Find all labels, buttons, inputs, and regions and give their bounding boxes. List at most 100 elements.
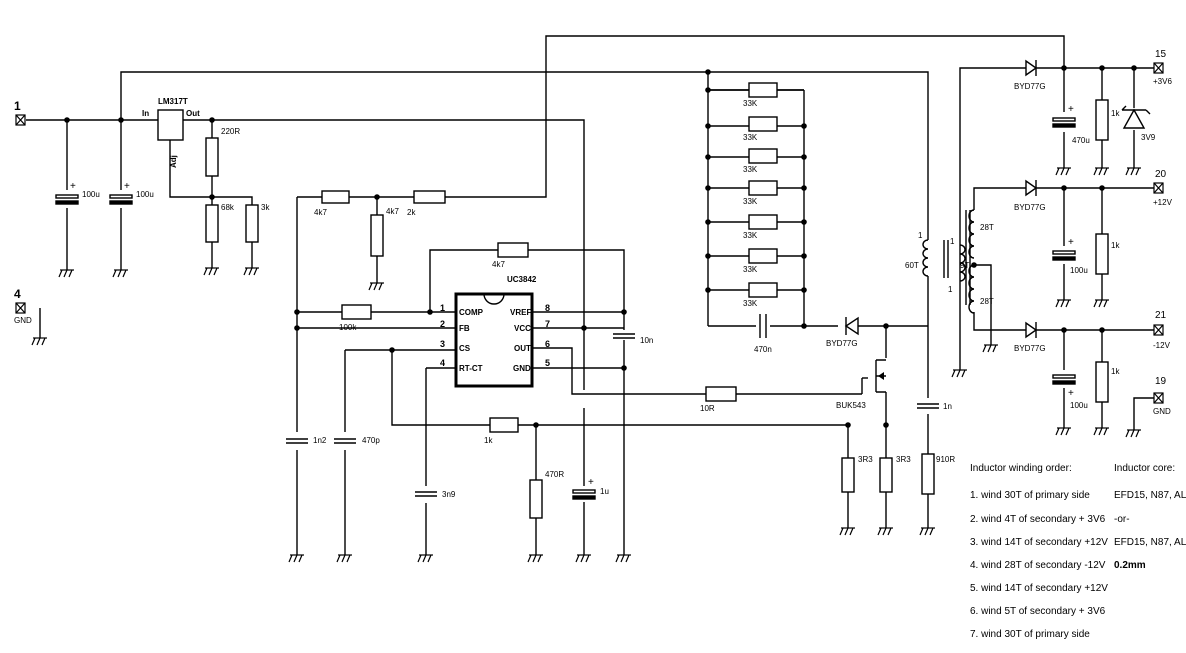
capacitor-470p: 470p — [333, 436, 380, 445]
svg-text:33K: 33K — [743, 299, 758, 308]
svg-text:In: In — [142, 109, 149, 118]
svg-text:-12V: -12V — [1153, 341, 1171, 350]
ground-symbol — [527, 554, 544, 563]
ground-symbol — [1055, 167, 1072, 176]
svg-text:33K: 33K — [743, 99, 758, 108]
svg-text:1k: 1k — [1111, 367, 1120, 376]
resistor-4k7-b: 4k7 — [370, 207, 399, 257]
svg-text:33K: 33K — [743, 165, 758, 174]
svg-text:+: + — [1068, 237, 1074, 248]
svg-text:VREF: VREF — [510, 308, 531, 317]
capacitor-100u-b: + 100u — [1052, 237, 1088, 275]
resistor-4k7-c: 4k7 — [492, 242, 529, 269]
svg-text:5: 5 — [545, 358, 550, 368]
ground-symbol — [615, 554, 632, 563]
svg-text:28T: 28T — [980, 297, 994, 306]
wire-diameter: 0.2mm — [1114, 560, 1146, 571]
svg-text:BYD77G: BYD77G — [1014, 203, 1046, 212]
ground-symbol — [31, 337, 48, 346]
svg-text:2k: 2k — [407, 208, 416, 217]
svg-text:60T: 60T — [905, 261, 919, 270]
svg-text:100u: 100u — [82, 190, 100, 199]
ground-symbol — [368, 282, 385, 291]
svg-text:1u: 1u — [600, 487, 609, 496]
svg-text:28T: 28T — [980, 223, 994, 232]
svg-text:BYD77G: BYD77G — [826, 339, 858, 348]
svg-text:3V9: 3V9 — [1141, 133, 1156, 142]
resistor-1k-b: 1k — [1095, 233, 1120, 275]
svg-text:6: 6 — [545, 339, 550, 349]
svg-text:+: + — [1068, 388, 1074, 399]
winding-step: 3. wind 14T of secondary +12V — [970, 537, 1108, 548]
connector-21: 21 -12V — [1153, 310, 1171, 350]
svg-text:1: 1 — [948, 285, 953, 294]
ground-symbol — [1125, 429, 1142, 438]
capacitor-1n: 1n — [916, 402, 952, 411]
svg-text:68k: 68k — [221, 203, 235, 212]
ground-symbol — [839, 527, 856, 536]
svg-text:1n: 1n — [943, 402, 952, 411]
svg-text:33K: 33K — [743, 133, 758, 142]
winding-step: 4. wind 28T of secondary -12V — [970, 560, 1106, 571]
resistor-4k7-a: 4k7 — [314, 190, 350, 217]
transformer-primary-60t: 1 60T — [905, 231, 949, 278]
resistor-10r: 10R — [700, 386, 737, 413]
ground-symbol — [1093, 299, 1110, 308]
svg-text:1: 1 — [918, 231, 923, 240]
svg-text:470R: 470R — [545, 470, 564, 479]
uc3842-ic: UC3842 1 2 3 4 COMP FB CS RT-CT 8 7 6 5 … — [440, 275, 550, 388]
svg-text:4: 4 — [14, 287, 21, 301]
svg-text:8: 8 — [545, 303, 550, 313]
svg-text:LM317T: LM317T — [158, 97, 188, 106]
ground-symbol — [1093, 427, 1110, 436]
svg-text:15: 15 — [1155, 49, 1167, 60]
capacitor-470n: 470n — [754, 314, 772, 354]
svg-text:VCC: VCC — [514, 324, 531, 333]
capacitor-1u: + 1u — [572, 477, 609, 500]
svg-text:3R3: 3R3 — [896, 455, 911, 464]
svg-text:+: + — [1068, 104, 1074, 115]
svg-text:220R: 220R — [221, 127, 240, 136]
capacitor-3n9: 3n9 — [414, 490, 456, 499]
svg-text:1: 1 — [14, 99, 21, 113]
winding-step: 6. wind 5T of secondary + 3V6 — [970, 606, 1106, 617]
ground-symbol — [982, 344, 999, 353]
ground-symbol — [575, 554, 592, 563]
svg-text:+12V: +12V — [1153, 198, 1173, 207]
ground-symbol — [1093, 167, 1110, 176]
svg-text:1k: 1k — [1111, 109, 1120, 118]
transformer-secondary-28t-a: 28T 1 — [948, 209, 994, 305]
connector-15: 15 +3V6 — [1153, 49, 1172, 86]
svg-text:7: 7 — [545, 319, 550, 329]
diode-byd77g-c: BYD77G — [1014, 321, 1046, 353]
svg-text:33K: 33K — [743, 265, 758, 274]
svg-text:100u: 100u — [1070, 266, 1088, 275]
resistor-68k: 68k — [205, 203, 235, 243]
svg-text:4k7: 4k7 — [386, 207, 399, 216]
svg-text:33K: 33K — [743, 197, 758, 206]
ground-symbol — [288, 554, 305, 563]
input-capacitor-1: + 100u — [55, 181, 100, 205]
transformer-secondary-28t-b: 28T — [968, 264, 994, 314]
connector-19-gnd: 19 GND — [1153, 376, 1171, 416]
capacitor-100u-c: + 100u — [1052, 374, 1088, 410]
ground-symbol — [58, 269, 75, 278]
resistor-100k: 100k — [339, 304, 372, 332]
winding-step: 5. wind 14T of secondary +12V — [970, 583, 1108, 594]
svg-text:UC3842: UC3842 — [507, 275, 537, 284]
resistor-470r: 470R — [529, 470, 564, 519]
svg-text:21: 21 — [1155, 310, 1167, 321]
resistor-bank-33k: 33K 33K 33K 33K 33K 33K 33K — [708, 82, 804, 308]
ground-symbol — [951, 369, 968, 378]
svg-text:910R: 910R — [936, 455, 955, 464]
inductor-core-notes: Inductor core: EFD15, N87, AL= -or- EFD1… — [1114, 463, 1186, 571]
winding-order-notes: Inductor winding order: 1. wind 30T of p… — [970, 463, 1108, 640]
svg-text:CS: CS — [459, 344, 471, 353]
svg-text:2: 2 — [440, 319, 445, 329]
ground-symbol — [336, 554, 353, 563]
svg-text:1k: 1k — [484, 436, 493, 445]
svg-text:+: + — [124, 181, 130, 192]
svg-text:10R: 10R — [700, 404, 715, 413]
resistor-3r3-a: 3R3 — [841, 455, 873, 493]
svg-text:Out: Out — [186, 109, 200, 118]
